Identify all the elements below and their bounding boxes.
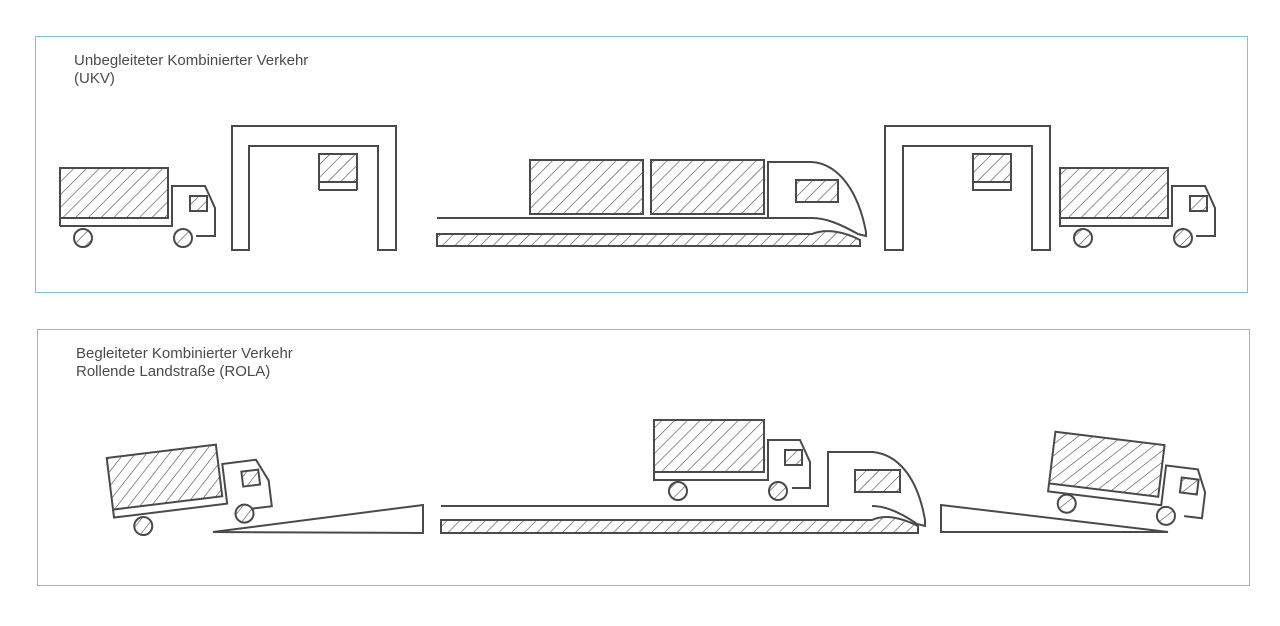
wheel [1073, 228, 1093, 248]
rola-left-truck [105, 443, 273, 537]
rola-title: Begleiteter Kombinierter Verkehr [76, 345, 293, 362]
truck-container [105, 443, 224, 511]
wheel [73, 228, 93, 248]
ukv-right-truck [1059, 167, 1216, 248]
wheel [133, 516, 154, 537]
rola-subtitle: Rollende Landstraße (ROLA) [76, 363, 271, 380]
train-container [529, 159, 644, 215]
crane-container [318, 153, 358, 183]
truck-container [1047, 430, 1166, 498]
wheel [1056, 493, 1077, 514]
truck-window [784, 449, 803, 466]
train-base [436, 230, 861, 247]
rola-panel: Begleiteter Kombinierter Verkehr Rollend… [37, 329, 1250, 586]
truck-window [1189, 195, 1208, 212]
ukv-left-truck [59, 167, 216, 248]
wheel [1155, 505, 1176, 526]
ukv-panel: Unbegleiteter Kombinierter Verkehr (UKV) [35, 36, 1248, 293]
wheel [173, 228, 193, 248]
train-container [650, 159, 765, 215]
rola-right-truck [1046, 430, 1207, 526]
rola-train [440, 419, 926, 534]
ukv-train [436, 159, 867, 247]
train-base [440, 516, 919, 534]
ukv-right-crane [884, 125, 1051, 251]
wheel [1173, 228, 1193, 248]
ukv-subtitle: (UKV) [74, 70, 115, 87]
locomotive-window [854, 469, 901, 493]
ukv-left-crane [231, 125, 397, 251]
truck-container [1059, 167, 1169, 219]
crane-container [972, 153, 1012, 183]
wheel [668, 481, 688, 501]
truck-on-train [653, 419, 811, 501]
wheel [768, 481, 788, 501]
truck-window [189, 195, 208, 212]
rola-right-ramp [940, 503, 1169, 533]
ukv-title: Unbegleiteter Kombinierter Verkehr [74, 52, 309, 69]
truck-container [59, 167, 169, 219]
wheel [234, 503, 255, 524]
truck-container [653, 419, 765, 473]
rola-left-ramp [212, 503, 424, 535]
truck-window [1178, 476, 1200, 496]
locomotive-window [795, 179, 839, 203]
truck-window [240, 468, 262, 488]
